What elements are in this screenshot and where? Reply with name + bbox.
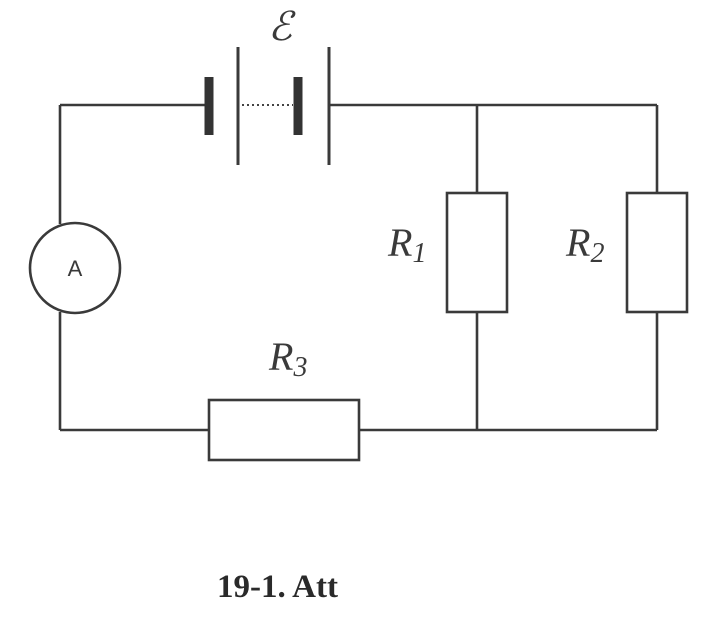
emf-label: ℰ bbox=[268, 4, 296, 49]
ammeter-label: A bbox=[68, 256, 83, 281]
wires bbox=[58, 103, 659, 432]
ammeter-circle bbox=[28, 221, 122, 315]
resistor-r3 bbox=[207, 398, 361, 462]
resistor-label-r3: R3 bbox=[268, 334, 307, 383]
ammeter-symbol: A bbox=[28, 221, 122, 315]
battery-symbol bbox=[204, 47, 331, 165]
figure-caption: 19-1. Att bbox=[217, 569, 338, 605]
resistor-r1 bbox=[445, 191, 509, 314]
resistor-r2 bbox=[625, 191, 689, 314]
resistor-label-r1: R1 bbox=[387, 220, 426, 269]
resistor-label-r2: R2 bbox=[565, 220, 604, 269]
